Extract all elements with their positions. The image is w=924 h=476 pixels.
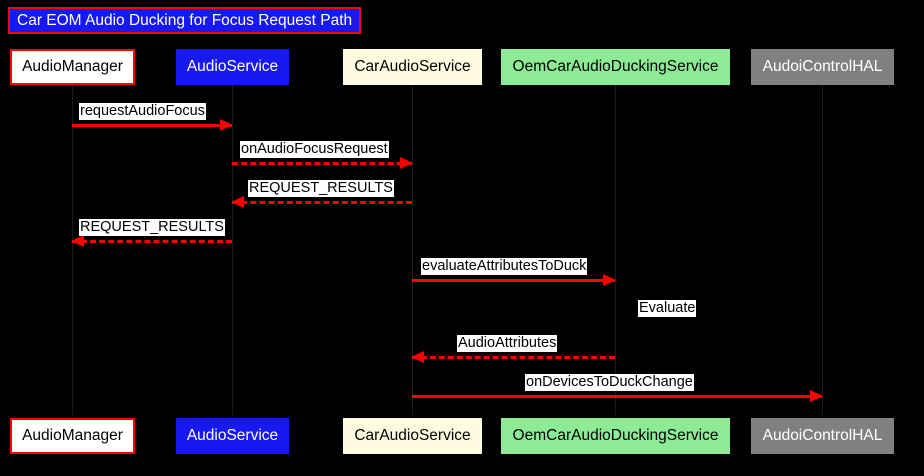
message-label: requestAudioFocus [79, 102, 206, 120]
participant-top-oem-car-audio-ducking-service[interactable]: OemCarAudioDuckingService [501, 49, 730, 85]
arrowhead-left-icon [231, 196, 244, 208]
arrowhead-right-icon [220, 119, 233, 131]
message-label: onDevicesToDuckChange [525, 373, 694, 391]
lifeline-audio-service [232, 85, 233, 415]
arrowhead-right-icon [810, 390, 823, 402]
message-label: onAudioFocusRequest [240, 140, 389, 158]
lifeline-oem-car-audio-ducking-service [615, 85, 616, 415]
arrowhead-left-icon [411, 351, 424, 363]
participant-top-audoi-control-hal[interactable]: AudoiControlHAL [751, 49, 894, 85]
participant-label: AudioService [186, 58, 279, 76]
participant-label: OemCarAudioDuckingService [512, 427, 719, 445]
participant-bottom-car-audio-service[interactable]: CarAudioService [343, 418, 482, 454]
participant-label: AudoiControlHAL [762, 427, 883, 445]
lifeline-audoi-control-hal [822, 85, 823, 415]
message-line [412, 395, 822, 398]
note-note-evaluate: Evaluate [638, 300, 697, 318]
message-label: REQUEST_RESULTS [79, 218, 225, 236]
participant-bottom-audio-manager[interactable]: AudioManager [10, 418, 135, 454]
message-line [412, 279, 615, 282]
participant-bottom-audoi-control-hal[interactable]: AudoiControlHAL [751, 418, 894, 454]
message-label: evaluateAttributesToDuck [421, 257, 588, 275]
message-line [232, 162, 412, 165]
message-line [72, 240, 232, 243]
message-label: REQUEST_RESULTS [248, 179, 394, 197]
arrowhead-left-icon [71, 235, 84, 247]
participant-label: AudioManager [22, 427, 123, 445]
participant-label: AudioManager [22, 58, 123, 76]
participant-top-audio-manager[interactable]: AudioManager [10, 49, 135, 85]
participant-label: AudioService [186, 427, 279, 445]
participant-bottom-oem-car-audio-ducking-service[interactable]: OemCarAudioDuckingService [501, 418, 730, 454]
diagram-title-box: Car EOM Audio Ducking for Focus Request … [8, 7, 362, 34]
participant-top-audio-service[interactable]: AudioService [176, 49, 289, 85]
participant-bottom-audio-service[interactable]: AudioService [176, 418, 289, 454]
message-line [412, 356, 615, 359]
arrowhead-right-icon [603, 274, 616, 286]
participant-top-car-audio-service[interactable]: CarAudioService [343, 49, 482, 85]
message-line [72, 124, 232, 127]
participant-label: CarAudioService [354, 427, 471, 445]
message-label: AudioAttributes [457, 334, 558, 352]
participant-label: OemCarAudioDuckingService [512, 58, 719, 76]
lifeline-car-audio-service [412, 85, 413, 415]
lifeline-audio-manager [72, 85, 73, 415]
arrowhead-right-icon [400, 157, 413, 169]
message-line [232, 201, 412, 204]
participant-label: CarAudioService [354, 58, 471, 76]
participant-label: AudoiControlHAL [762, 58, 883, 76]
diagram-title-text: Car EOM Audio Ducking for Focus Request … [17, 11, 353, 29]
